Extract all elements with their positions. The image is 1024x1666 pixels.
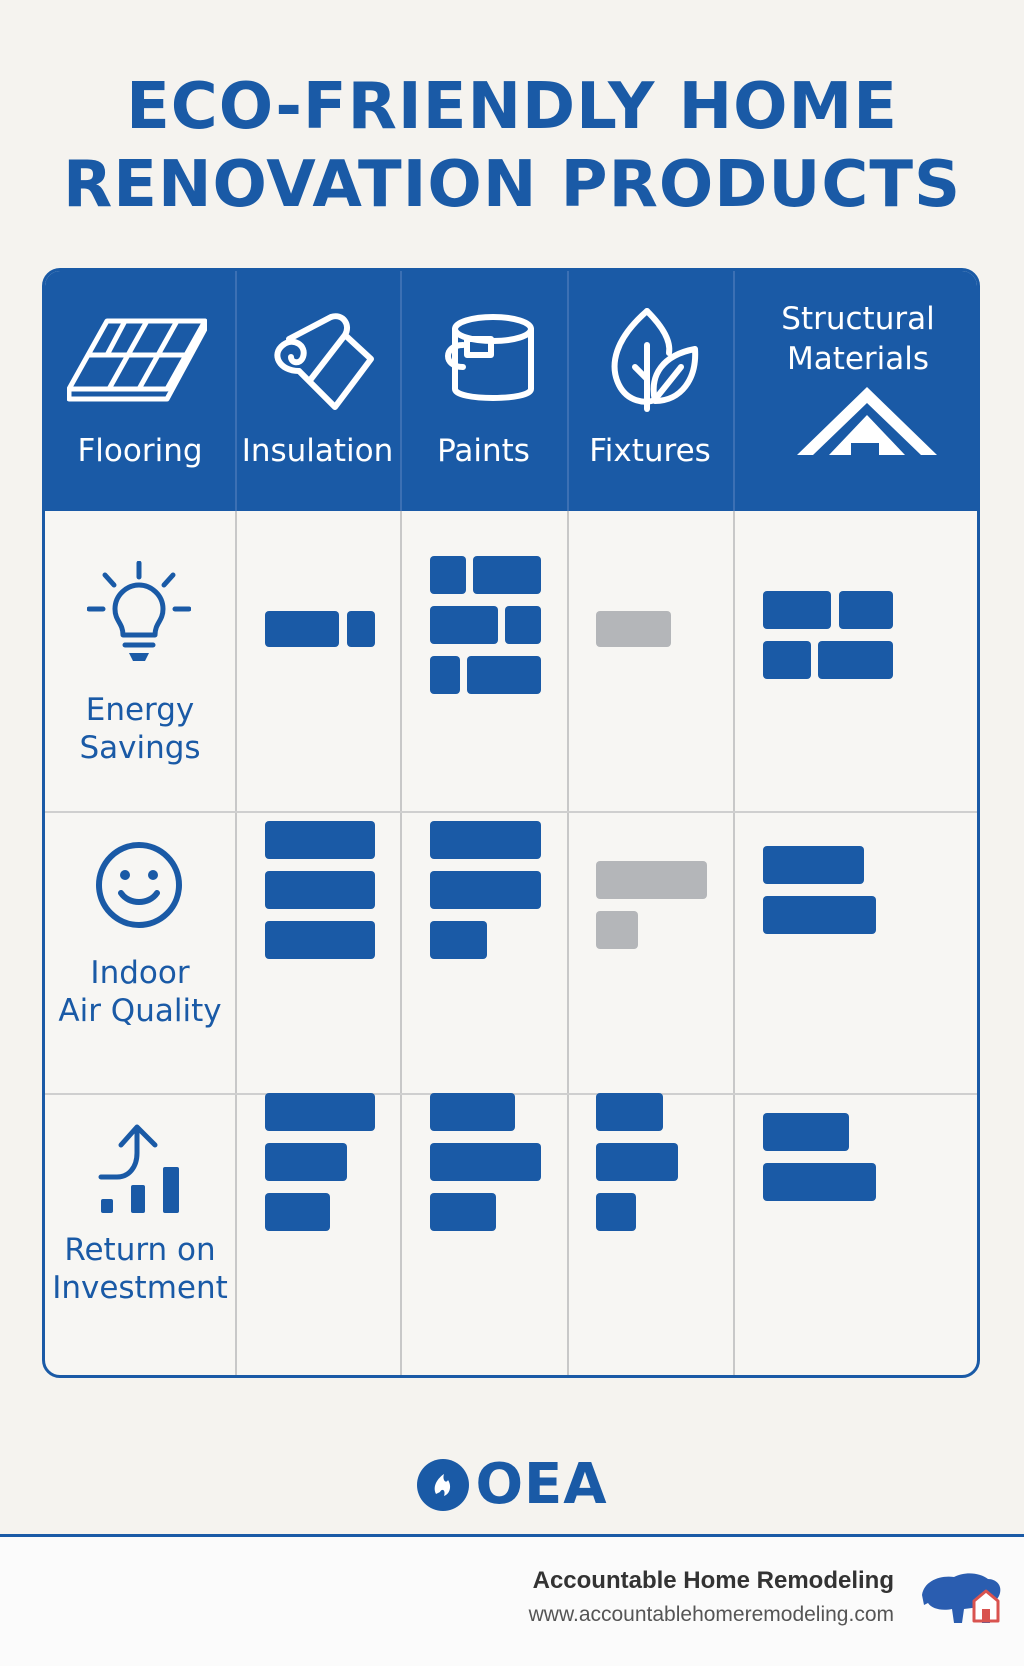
rating-block [430,606,498,644]
header-divider [567,271,569,511]
rating-block [430,1193,496,1231]
rating-block [763,846,864,884]
rating-block [430,656,460,694]
rating-block [818,641,893,679]
rating-block [763,591,831,629]
rating-block [467,656,541,694]
rating-block [763,641,811,679]
rating-block [430,821,541,859]
rating-block [347,611,375,647]
rating-block [596,1093,663,1131]
lightbulb-icon [87,561,191,661]
rating-block [430,871,541,909]
column-divider [400,271,402,1375]
row-label-energy-savings: Energy Savings [79,692,201,766]
oea-logo-text: OEA [475,1452,608,1517]
roof-icon [797,387,937,455]
rating-block [265,821,375,859]
column-label-insulation: Insulation [241,433,394,469]
rating-block [265,611,339,647]
rating-block [265,1093,375,1131]
column-divider [567,271,569,1375]
rating-block [505,606,541,644]
row-divider [45,811,977,813]
column-divider [733,271,735,1375]
rating-block [596,1193,636,1231]
rating-block [596,1143,678,1181]
footer-url[interactable]: www.accountablehomeremodeling.com [528,1603,894,1626]
rating-block [265,871,375,909]
page-title: ECO-FRIENDLY HOME RENOVATION PRODUCTS [0,68,1024,224]
column-label-flooring: Flooring [77,433,203,469]
header-divider [733,271,735,511]
header-row [45,271,977,511]
title-line-1: ECO-FRIENDLY HOME [126,70,898,144]
rating-block [430,1143,541,1181]
rating-block [430,921,487,959]
rating-block [430,556,466,594]
column-label-fixtures: Fixtures [589,433,711,469]
paint-bucket-icon [445,314,534,401]
rating-block [763,1113,849,1151]
oea-logo: OEA [0,1452,1024,1517]
header-divider [235,271,237,511]
rating-block [265,921,375,959]
oea-logo-icon [417,1458,470,1511]
rating-block-muted [596,861,707,899]
rating-block [265,1193,330,1231]
footer-divider [0,1534,1024,1537]
row-label-return-on-investment: Return on Investment [52,1232,228,1306]
column-label-paints: Paints [437,433,530,469]
rating-block [763,1163,876,1201]
rating-block [473,556,541,594]
rating-block [839,591,893,629]
rating-block-muted [596,911,638,949]
column-label-structural-materials: Structural Materials [781,301,935,377]
header-divider [400,271,402,511]
bison-house-logo-icon [922,1573,1001,1623]
comparison-grid: Flooring Insulation Paints Fixtures [42,268,980,1378]
growth-chart-icon [98,1124,179,1213]
footer: Accountable Home Remodeling www.accounta… [0,1537,1024,1666]
insulation-roll-icon [274,313,374,410]
smiley-icon [96,842,182,928]
rating-block [763,896,876,934]
rating-block-muted [596,611,671,647]
flooring-icon [67,318,207,402]
rating-block [265,1143,347,1181]
footer-company-name: Accountable Home Remodeling [532,1567,894,1594]
column-divider [235,271,237,1375]
rating-block [430,1093,515,1131]
row-label-indoor-air-quality: Indoor Air Quality [58,955,222,1029]
title-line-2: RENOVATION PRODUCTS [62,148,962,222]
leaf-icon [611,308,699,412]
